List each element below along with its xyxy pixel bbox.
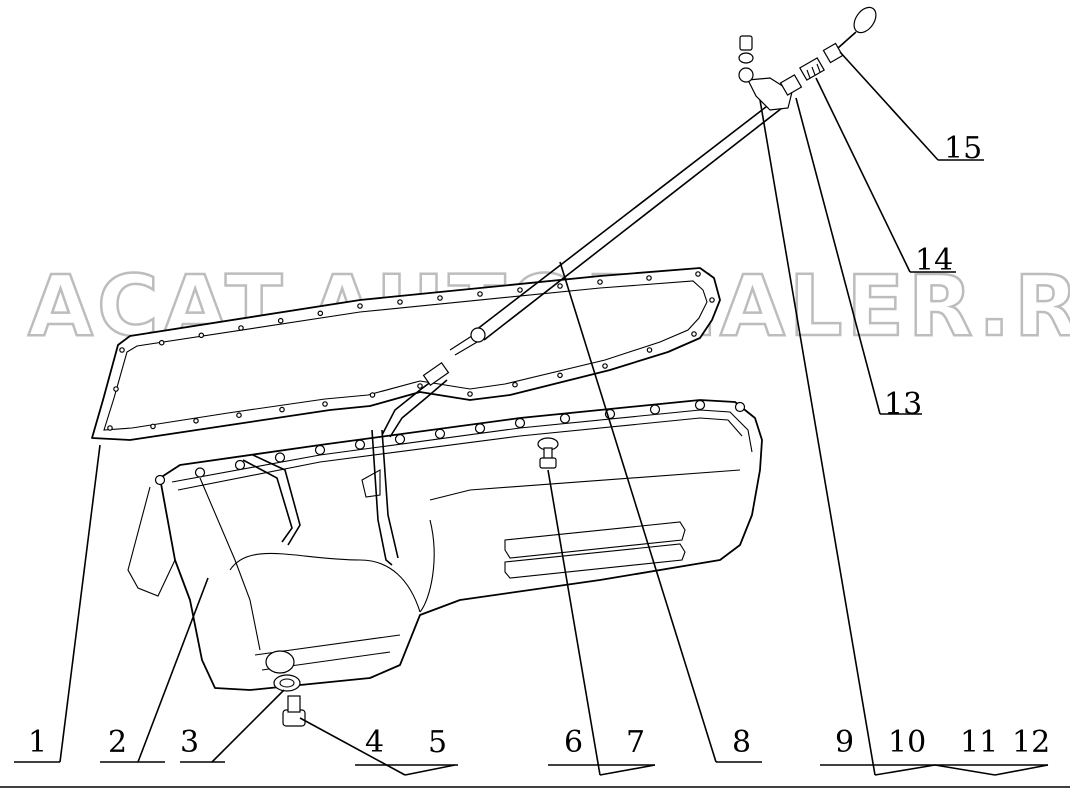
dipstick-bracket bbox=[738, 35, 793, 111]
oil-pan-gasket bbox=[91, 267, 721, 441]
callout-8: 8 bbox=[732, 725, 751, 760]
callout-6: 6 bbox=[564, 725, 583, 760]
drain-opening bbox=[265, 650, 295, 674]
callout-11: 11 bbox=[960, 725, 998, 760]
callout-labels: 1 2 3 4 5 6 7 8 9 10 11 12 13 14 15 bbox=[28, 131, 1050, 760]
callout-1: 1 bbox=[28, 725, 47, 760]
callout-13: 13 bbox=[884, 387, 922, 422]
drain-plug bbox=[282, 695, 306, 727]
callout-4: 4 bbox=[365, 725, 384, 760]
dipstick-tube bbox=[381, 99, 783, 438]
gasket-bolt-holes bbox=[107, 271, 715, 431]
drain-washer bbox=[273, 674, 301, 692]
callout-7: 7 bbox=[626, 725, 645, 760]
callout-12: 12 bbox=[1012, 725, 1050, 760]
callout-14: 14 bbox=[915, 243, 953, 278]
callout-10: 10 bbox=[888, 725, 926, 760]
callout-9: 9 bbox=[835, 725, 854, 760]
leader-lines bbox=[59, 51, 1049, 776]
callout-15: 15 bbox=[944, 131, 982, 166]
pan-bolt-washer bbox=[537, 437, 559, 469]
callout-underlines bbox=[0, 159, 1070, 788]
oil-pan bbox=[127, 399, 763, 691]
dipstick bbox=[779, 6, 877, 96]
callout-2: 2 bbox=[108, 725, 127, 760]
callout-5: 5 bbox=[428, 725, 447, 760]
oil-pan-flange-bolts bbox=[154, 399, 746, 486]
callout-3: 3 bbox=[180, 725, 199, 760]
